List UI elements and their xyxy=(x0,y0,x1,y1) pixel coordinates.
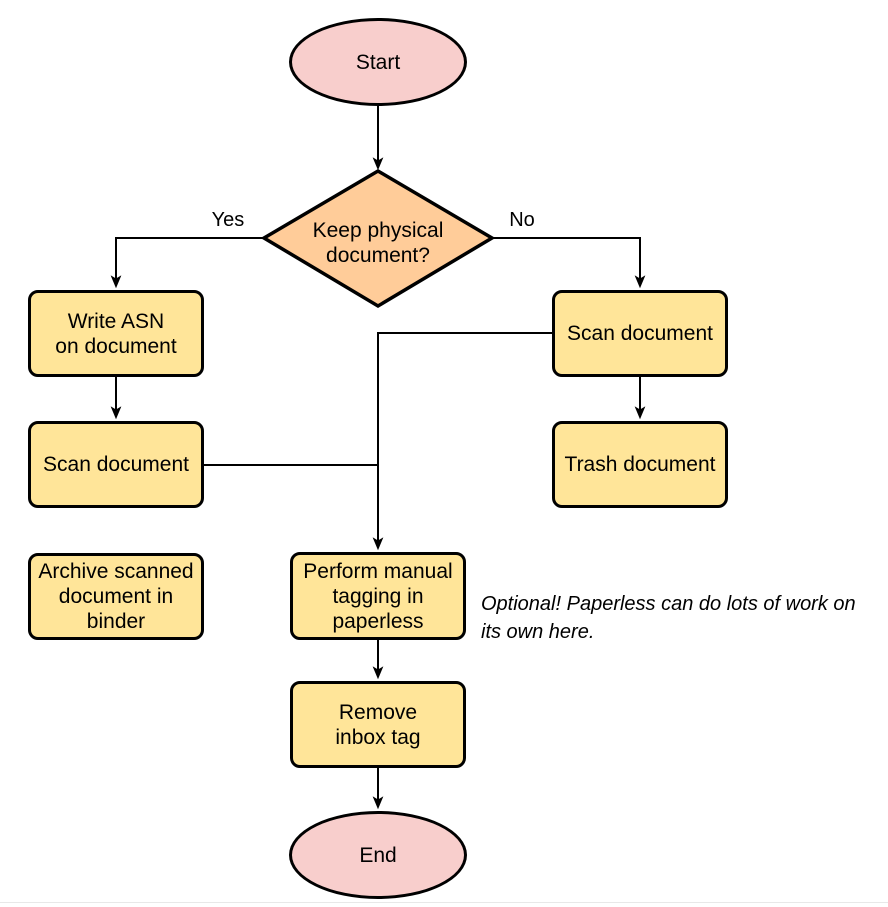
node-write-asn-label: Write ASN on document xyxy=(55,309,177,358)
edge-label-no: No xyxy=(509,209,535,231)
node-decision-label: Keep physical document? xyxy=(312,219,444,267)
optional-note: Optional! Paperless can do lots of work … xyxy=(481,593,856,643)
edge-label-yes: Yes xyxy=(211,209,245,231)
node-scan-left-label: Scan document xyxy=(43,453,189,476)
node-trash: Trash document xyxy=(552,421,728,508)
node-remove-inbox: Remove inbox tag xyxy=(290,681,466,768)
node-end: End xyxy=(289,811,467,899)
edge-scan-right-to-tagging xyxy=(372,332,552,551)
node-archive-label: Archive scanned document in binder xyxy=(38,560,194,633)
page-bottom-divider xyxy=(0,902,888,903)
edge-decision-yes-to-write-asn xyxy=(110,237,264,289)
node-decision: Keep physical document? xyxy=(278,212,478,274)
edge-decision-no-to-scan-right xyxy=(492,237,646,289)
node-end-label: End xyxy=(359,843,397,867)
node-write-asn: Write ASN on document xyxy=(28,290,204,377)
node-start: Start xyxy=(289,18,467,106)
node-scan-right: Scan document xyxy=(552,290,728,377)
node-scan-right-label: Scan document xyxy=(567,322,713,345)
node-tagging: Perform manual tagging in paperless xyxy=(290,552,466,640)
node-trash-label: Trash document xyxy=(564,453,716,476)
decision-shape xyxy=(260,168,496,309)
node-archive: Archive scanned document in binder xyxy=(28,553,204,640)
node-tagging-label: Perform manual tagging in paperless xyxy=(303,559,453,633)
node-remove-inbox-label: Remove inbox tag xyxy=(335,700,421,749)
node-scan-left: Scan document xyxy=(28,421,204,508)
node-start-label: Start xyxy=(355,50,401,74)
